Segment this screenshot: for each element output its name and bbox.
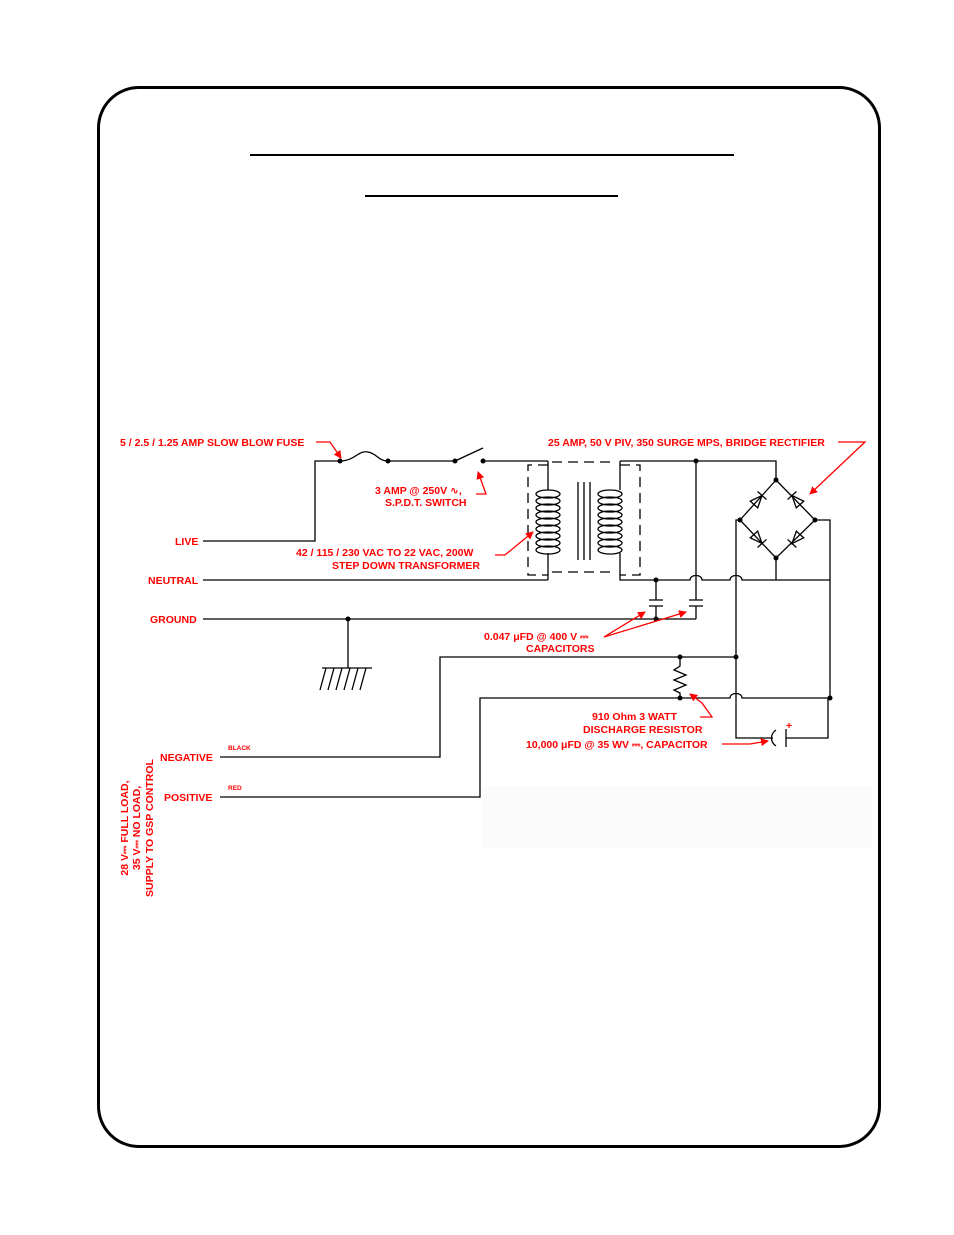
negative-color-label: BLACK: [228, 745, 251, 752]
neutral-label: NEUTRAL: [148, 575, 199, 587]
plus-sign: +: [786, 720, 792, 732]
positive-color-label: RED: [228, 785, 242, 792]
side-note-line-3: SUPPLY TO GSP CONTROL: [144, 758, 156, 896]
page-border: [97, 86, 881, 1148]
side-note-line-1: 28 V⎓ FULL LOAD,: [119, 780, 131, 875]
leader-lines: [316, 441, 867, 747]
transformer-label-2: STEP DOWN TRANSFORMER: [332, 560, 480, 572]
ground-label: GROUND: [150, 614, 197, 626]
fuse-label: 5 / 2.5 / 1.25 AMP SLOW BLOW FUSE: [120, 437, 304, 449]
title-underline-2: [365, 195, 618, 197]
title-underline-1: [250, 154, 734, 156]
switch-label-2: S.P.D.T. SWITCH: [385, 497, 466, 509]
shaded-area: [482, 786, 872, 848]
labels: 5 / 2.5 / 1.25 AMP SLOW BLOW FUSE 3 AMP …: [119, 437, 825, 897]
main-capacitor-label: 10,000 μFD @ 35 WV ⎓, CAPACITOR: [526, 739, 708, 751]
side-note-line-2: 35 V⎓ NO LOAD,: [131, 786, 143, 870]
positive-label: POSITIVE: [164, 792, 212, 804]
transformer: [527, 461, 641, 576]
live-label: LIVE: [175, 536, 198, 548]
resistor-label-2: DISCHARGE RESISTOR: [583, 724, 703, 736]
transformer-label-1: 42 / 115 / 230 VAC TO 22 VAC, 200W: [296, 547, 474, 559]
capacitors-label-2: CAPACITORS: [526, 643, 594, 655]
bridge-diodes: [749, 491, 805, 548]
switch-label-1: 3 AMP @ 250V ∿,: [375, 485, 462, 497]
negative-label: NEGATIVE: [160, 752, 213, 764]
resistor-label-1: 910 Ohm 3 WATT: [592, 711, 678, 723]
capacitors-label-1: 0.047 μFD @ 400 V ⎓: [484, 631, 589, 643]
rectifier-label: 25 AMP, 50 V PIV, 350 SURGE MPS, BRIDGE …: [548, 437, 825, 449]
wiring: [203, 447, 833, 798]
